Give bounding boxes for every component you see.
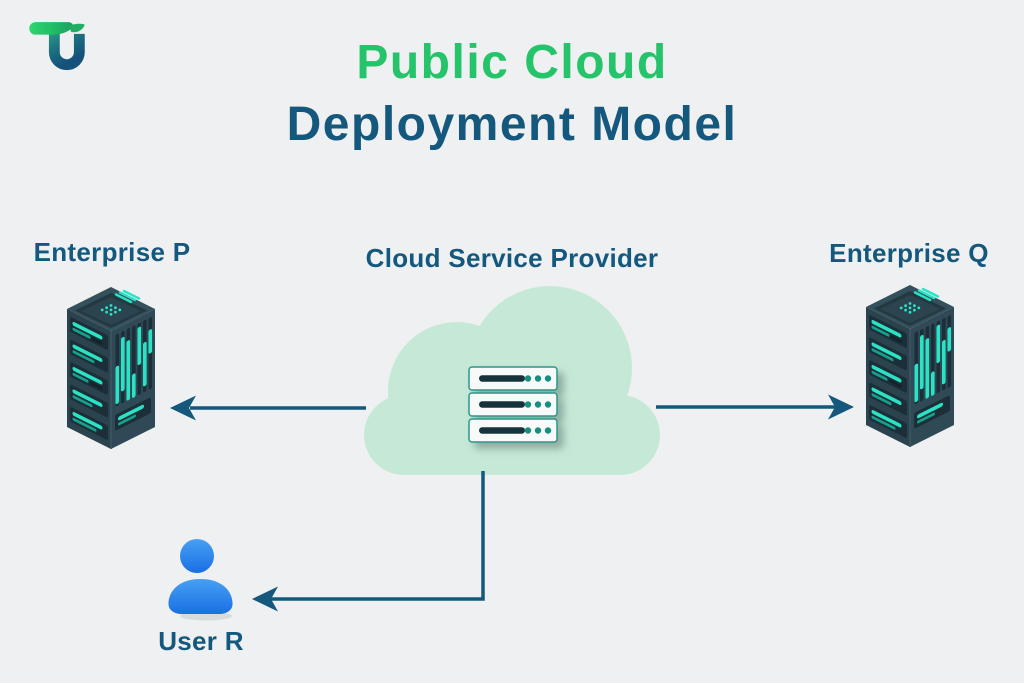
arrow-cloud-to-user-r	[271, 471, 485, 601]
title-line-1: Public Cloud	[356, 36, 668, 89]
server-rack-icon	[468, 366, 558, 443]
title-line-2: Deployment Model	[286, 98, 738, 151]
person-icon	[168, 539, 233, 621]
cloud-service-provider-label: Cloud Service Provider	[365, 243, 659, 273]
enterprise-p-server-tower-icon	[63, 281, 159, 451]
tu-brand-logo-icon	[29, 22, 85, 71]
arrowhead-right-icon	[828, 394, 854, 420]
arrowhead-left-icon	[252, 586, 278, 612]
enterprise-p-label: Enterprise P	[33, 237, 191, 267]
page-title: Public Cloud Deployment Model	[0, 32, 1024, 156]
arrowhead-left-icon	[170, 395, 196, 421]
enterprise-q-server-tower-icon	[862, 279, 958, 449]
user-r-label: User R	[158, 626, 244, 656]
enterprise-q-label: Enterprise Q	[829, 238, 989, 268]
cloud-service-provider-icon	[364, 286, 660, 475]
